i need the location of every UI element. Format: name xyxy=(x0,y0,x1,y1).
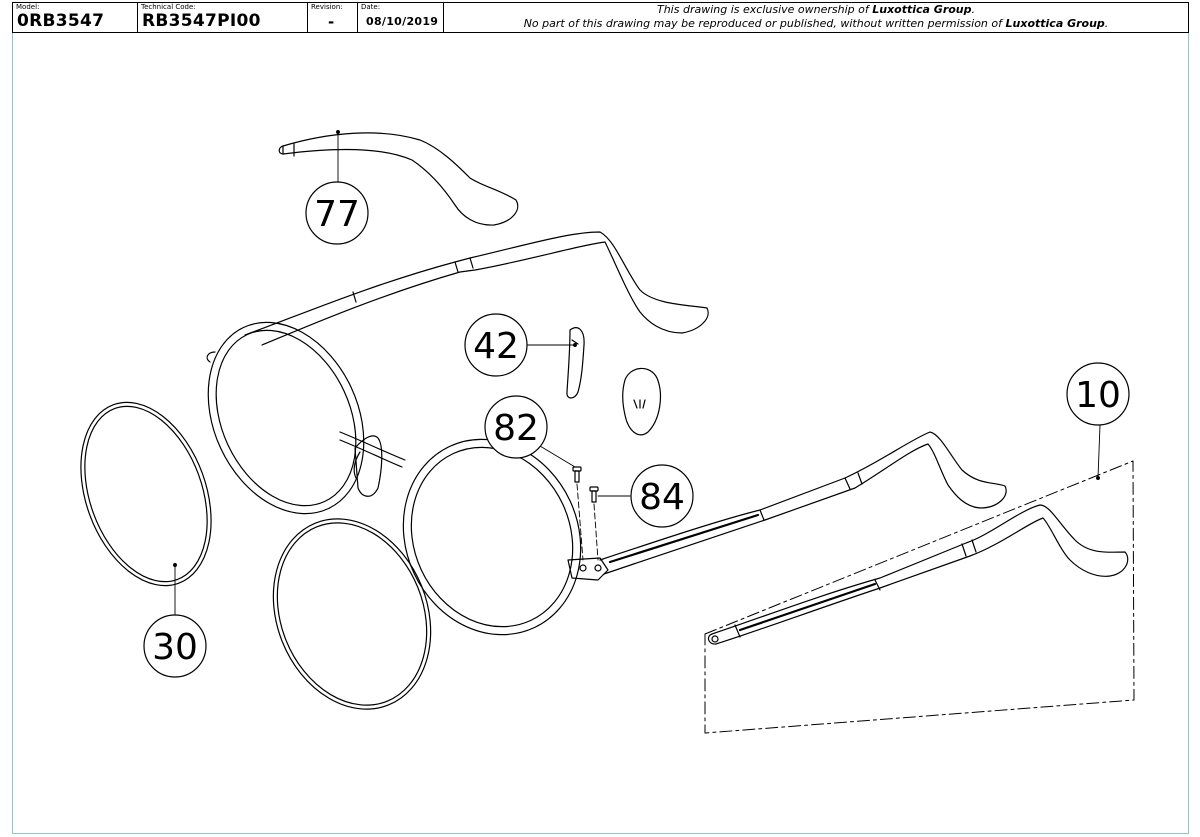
leader-lines xyxy=(173,130,1101,616)
notice-line-2-end: . xyxy=(1104,17,1109,30)
callout-30-label: 30 xyxy=(152,627,198,668)
date-value: 08/10/2019 xyxy=(366,15,439,28)
callout-84: 84 xyxy=(630,464,694,528)
callout-42: 42 xyxy=(464,313,528,377)
notice-line-2-text: No part of this drawing may be reproduce… xyxy=(523,17,1006,30)
callout-10: 10 xyxy=(1066,362,1130,426)
callout-77-label: 77 xyxy=(314,194,360,235)
attached-temple-rear xyxy=(244,231,709,346)
callout-30: 30 xyxy=(143,614,207,678)
revision-cell: Revision: - xyxy=(308,3,358,32)
temple-part-10 xyxy=(704,460,1135,734)
bridge xyxy=(339,431,406,497)
date-cell: Date: 08/10/2019 xyxy=(358,3,444,32)
lens-middle xyxy=(272,518,432,710)
callout-82: 82 xyxy=(484,395,548,459)
model-cell: Model: 0RB3547 xyxy=(13,3,138,32)
notice-line-1-end: . xyxy=(971,3,976,16)
attached-temple-front xyxy=(599,431,1007,575)
callout-10-label: 10 xyxy=(1075,375,1121,416)
revision-label: Revision: xyxy=(311,3,343,11)
technical-code-value: RB3547PI00 xyxy=(142,11,261,31)
nose-pad xyxy=(622,367,661,436)
callout-84-label: 84 xyxy=(639,477,685,518)
screw-part-82 xyxy=(572,466,582,483)
nose-pad-arm-part-42 xyxy=(566,327,585,399)
temple-tip-part-77 xyxy=(278,132,519,226)
rear-rim xyxy=(206,321,365,515)
model-label: Model: xyxy=(16,3,40,11)
callout-77: 77 xyxy=(305,181,369,245)
technical-code-label: Technical Code: xyxy=(141,3,196,11)
technical-code-cell: Technical Code: RB3547PI00 xyxy=(138,3,308,32)
callout-42-label: 42 xyxy=(473,326,519,367)
callout-82-label: 82 xyxy=(493,408,539,449)
notice-line-1: This drawing is exclusive ownership of L… xyxy=(444,3,1188,17)
revision-value: - xyxy=(328,13,335,31)
model-value: 0RB3547 xyxy=(17,11,105,31)
lens-part-30 xyxy=(80,401,212,587)
notice-line-1-text: This drawing is exclusive ownership of xyxy=(656,3,873,16)
title-block: Model: 0RB3547 Technical Code: RB3547PI0… xyxy=(12,2,1189,33)
front-rim xyxy=(402,438,609,636)
notice-line-2: No part of this drawing may be reproduce… xyxy=(444,17,1188,31)
notice-line-1-company: Luxottica Group xyxy=(872,3,972,16)
screw-part-84 xyxy=(589,486,599,503)
ownership-notice: This drawing is exclusive ownership of L… xyxy=(444,3,1188,32)
notice-line-2-company: Luxottica Group xyxy=(1005,17,1105,30)
date-label: Date: xyxy=(361,3,381,11)
